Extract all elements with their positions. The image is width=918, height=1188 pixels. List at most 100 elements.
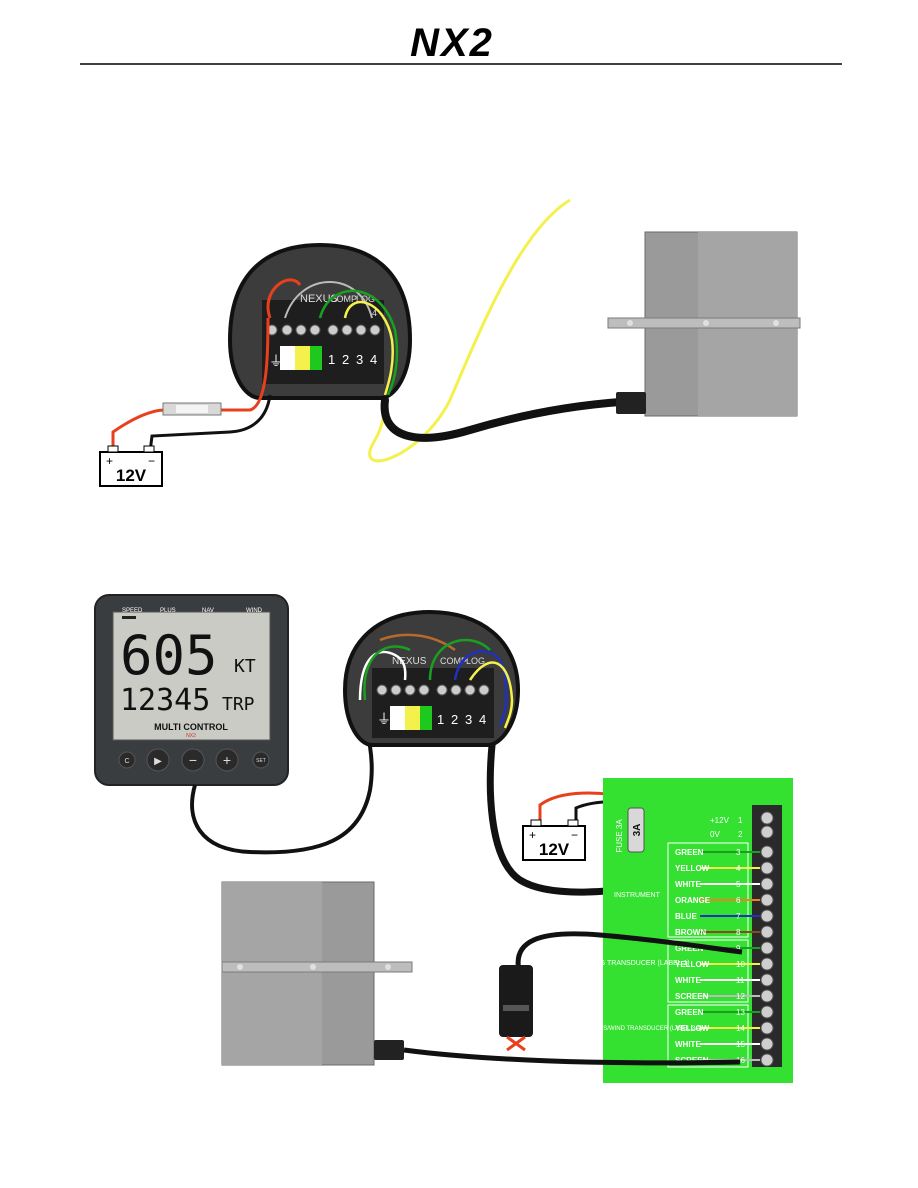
ground-icon: ⏚	[269, 353, 283, 369]
terminal-screw	[760, 845, 774, 859]
display-button-plus-label: +	[223, 752, 231, 768]
board-wire-label: GREEN	[675, 944, 704, 953]
display-button-page[interactable]	[146, 748, 170, 772]
jb2-green-wire-b	[428, 638, 491, 681]
display-cable	[190, 718, 374, 855]
jb1-terminal-4: 4	[370, 352, 377, 367]
diagram-2: SPEED PLUS NAV WIND 605 KT 12345 TRP MUL…	[94, 594, 793, 1083]
board-wire-label: BLUE	[675, 912, 697, 921]
compass-connector-2	[374, 1040, 404, 1060]
multi-control-display: SPEED PLUS NAV WIND 605 KT 12345 TRP MUL…	[94, 594, 289, 786]
jb2-label-comp: COMP	[440, 656, 467, 666]
display-button-c-label: C	[124, 758, 129, 765]
display-main-value: 605	[120, 624, 218, 687]
terminal-screw	[760, 1037, 774, 1051]
board-terminal-number: 14	[736, 1024, 745, 1033]
power-num-1: 1	[738, 816, 743, 825]
jb1-terminal-1: 1	[328, 352, 335, 367]
terminal-screw	[760, 1005, 774, 1019]
jb1-white-block	[280, 346, 295, 370]
jb2-label-log: LOG	[466, 656, 485, 666]
terminal-screw	[760, 989, 774, 1003]
display-button-minus[interactable]	[181, 748, 205, 772]
log-cable	[515, 931, 743, 976]
power-red-wire-1	[111, 317, 270, 452]
display-label-plus: PLUS	[160, 608, 176, 614]
board-wire-label: BROWN	[675, 928, 706, 937]
compass-sensor-housing	[607, 231, 801, 417]
compass-connector	[616, 392, 646, 414]
board-wire-label: YELLOW	[675, 1024, 710, 1033]
compass-group-box	[667, 1004, 749, 1068]
group-instrument-label: INSTRUMENT	[614, 892, 661, 899]
group-log-label: LOG TRANSDUCER (LABEL 1)	[590, 960, 689, 967]
board-wire-label: ORANGE	[675, 896, 711, 905]
jb2-terminal-2: 2	[451, 712, 458, 727]
power-num-2: 2	[738, 830, 743, 839]
power-black-wire-1	[148, 394, 272, 453]
ground-icon-2: ⏚	[377, 711, 391, 727]
power-label-0v: 0V	[710, 830, 720, 839]
jb1-green-wire	[318, 289, 399, 396]
display-main-unit: KT	[234, 656, 256, 677]
jb2-terminal-1: 1	[437, 712, 444, 727]
compass-cable-2	[403, 1047, 741, 1066]
group-compass-label: COMPASS/WIND TRANSDUCER (LABEL 3/4)	[578, 1026, 703, 1032]
board-terminal-number: 13	[736, 1008, 745, 1017]
terminal-screw-power-2	[760, 825, 774, 839]
terminal-screw	[760, 925, 774, 939]
board-terminal-number: 7	[736, 912, 741, 921]
board-terminal-number: 6	[736, 896, 741, 905]
display-label-nav: NAV	[202, 608, 214, 614]
board-wire-label: YELLOW	[675, 960, 710, 969]
display-button-set[interactable]	[252, 751, 270, 769]
jb1-screw-row	[266, 324, 381, 336]
board-terminal-number: 11	[736, 976, 745, 985]
battery-2: + − 12V	[522, 819, 586, 861]
compass-cable	[380, 396, 624, 442]
junction-box-1: NEXUS COMP LOG 4 ⏚ 1 2 3 4	[227, 242, 413, 400]
board-wire-label: GREEN	[675, 848, 704, 857]
battery-1-minus: −	[148, 454, 155, 468]
display-model: MULTI CONTROL	[154, 722, 228, 732]
display-buttons: C ▶ − + SET	[118, 748, 270, 772]
jb1-yellow-wire	[343, 300, 394, 396]
paddle-wheel	[506, 1035, 526, 1052]
board-terminal-number: 12	[736, 992, 745, 1001]
jb1-terminal-3: 3	[356, 352, 363, 367]
jb1-red-wire	[266, 278, 302, 319]
log-group-box	[667, 939, 749, 1003]
fuse-holder: 3A	[627, 807, 645, 853]
log-transducer	[499, 965, 533, 1052]
power-label-12v: +12V	[710, 816, 730, 825]
jb1-terminal-2: 2	[342, 352, 349, 367]
board-wire-label: GREEN	[675, 1008, 704, 1017]
fuse-value: 3A	[632, 824, 643, 837]
display-sub-value: 12345	[120, 683, 210, 718]
inline-fuse-1	[162, 402, 222, 416]
display-button-plus[interactable]	[215, 748, 239, 772]
battery-2-minus: −	[571, 828, 578, 842]
diagram-1: NEXUS COMP LOG 4 ⏚ 1 2 3 4	[99, 198, 801, 487]
jb1-label-comp: COMP	[330, 294, 357, 304]
header-logo: NX2	[410, 21, 492, 65]
display-button-set-label: SET	[256, 758, 266, 764]
terminal-screws	[760, 811, 774, 1067]
board-wire-label: WHITE	[675, 880, 701, 889]
battery-1: + − 12V	[99, 445, 163, 487]
jb2-white-wire	[358, 650, 407, 701]
battery-1-plus: +	[106, 454, 113, 468]
display-button-page-label: ▶	[154, 756, 162, 767]
terminal-screw	[760, 909, 774, 923]
jb2-label-nexus: NEXUS	[392, 656, 427, 667]
terminal-screw	[760, 1053, 774, 1067]
jb2-green-wire-a	[363, 645, 411, 701]
terminal-screw	[760, 957, 774, 971]
board-terminal-number: 9	[736, 944, 741, 953]
display-button-minus-label: −	[189, 752, 197, 768]
battery-2-voltage: 12V	[539, 840, 570, 859]
jb1-green-block	[310, 346, 322, 370]
jb2-yellow-wire	[468, 661, 514, 729]
display-button-c[interactable]	[118, 751, 136, 769]
